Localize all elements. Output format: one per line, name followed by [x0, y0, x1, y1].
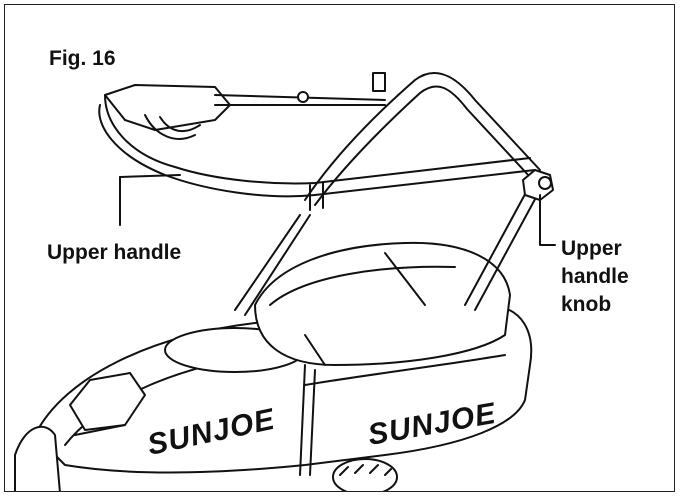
grass-catcher [254, 241, 511, 366]
figure-frame: SUNJOE SUNJOE Fig. 16 Upper handle Upper… [4, 4, 675, 492]
label-knob-line-2: handle [561, 265, 629, 288]
label-knob-line-1: Upper [561, 237, 622, 260]
label-knob-line-3: knob [561, 293, 612, 316]
switch-box [104, 72, 386, 140]
lawn-mower-illustration: SUNJOE SUNJOE [14, 71, 556, 491]
lower-handle [234, 184, 541, 476]
upper-handle-knob [522, 169, 554, 201]
label-upper-handle: Upper handle [47, 241, 182, 264]
motor-cover [69, 372, 146, 436]
rear-wheel [332, 458, 398, 491]
label-upper-handle-knob: Upper handle knob [561, 235, 629, 319]
leader-line-upper-handle-top [119, 174, 181, 178]
leader-line-knob [539, 194, 556, 246]
front-wheel [14, 425, 61, 491]
figure-title: Fig. 16 [49, 47, 116, 70]
upper-handle-tube [98, 71, 541, 211]
